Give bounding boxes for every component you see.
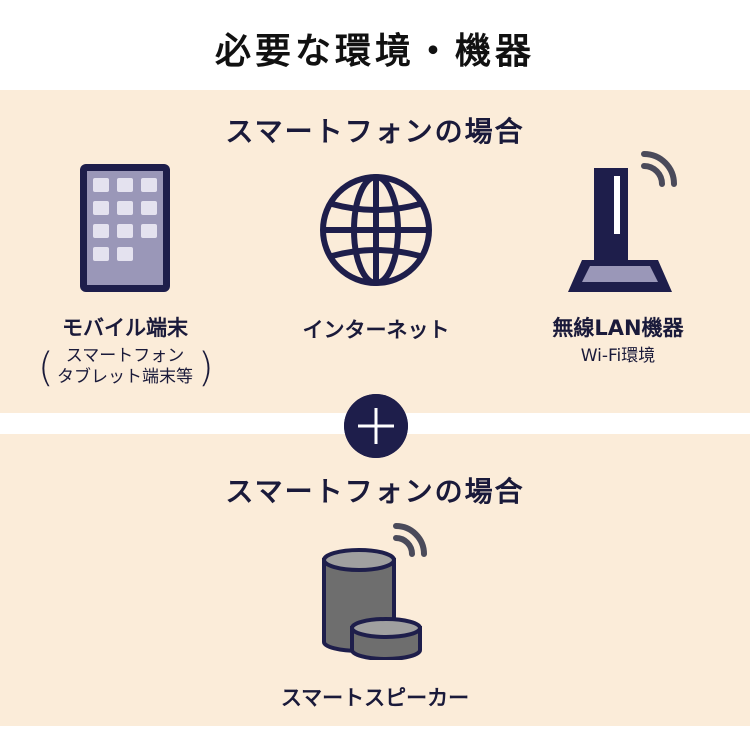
page-title: 必要な環境・機器 [214,31,535,72]
mobile-device-sub-line1: スマートフォン [65,346,185,366]
smartphone-requirements-panel: スマートフォンの場合 [0,90,750,413]
section-heading: スマートフォンの場合 [225,475,525,508]
wifi-router-icon [568,151,677,292]
tablet-icon [80,164,170,292]
close-paren: ) [198,345,214,391]
mobile-device-sub-line2: タブレット端末等 [57,367,193,387]
globe-icon [320,174,432,286]
open-paren: ( [38,345,54,391]
section-heading: スマートフォンの場合 [225,115,525,148]
wifi-environment-label: Wi-Fi環境 [580,346,656,366]
smart-speaker-label: スマートスピーカー [280,686,470,710]
mobile-device-label: モバイル端末 [62,316,188,340]
plus-icon [344,394,408,458]
internet-label: インターネット [302,318,450,342]
smart-speaker-panel: スマートフォンの場合 スマートスピーカー [0,434,750,726]
wireless-lan-label: 無線LAN機器 [552,316,684,340]
smart-speaker-icon [322,523,427,660]
